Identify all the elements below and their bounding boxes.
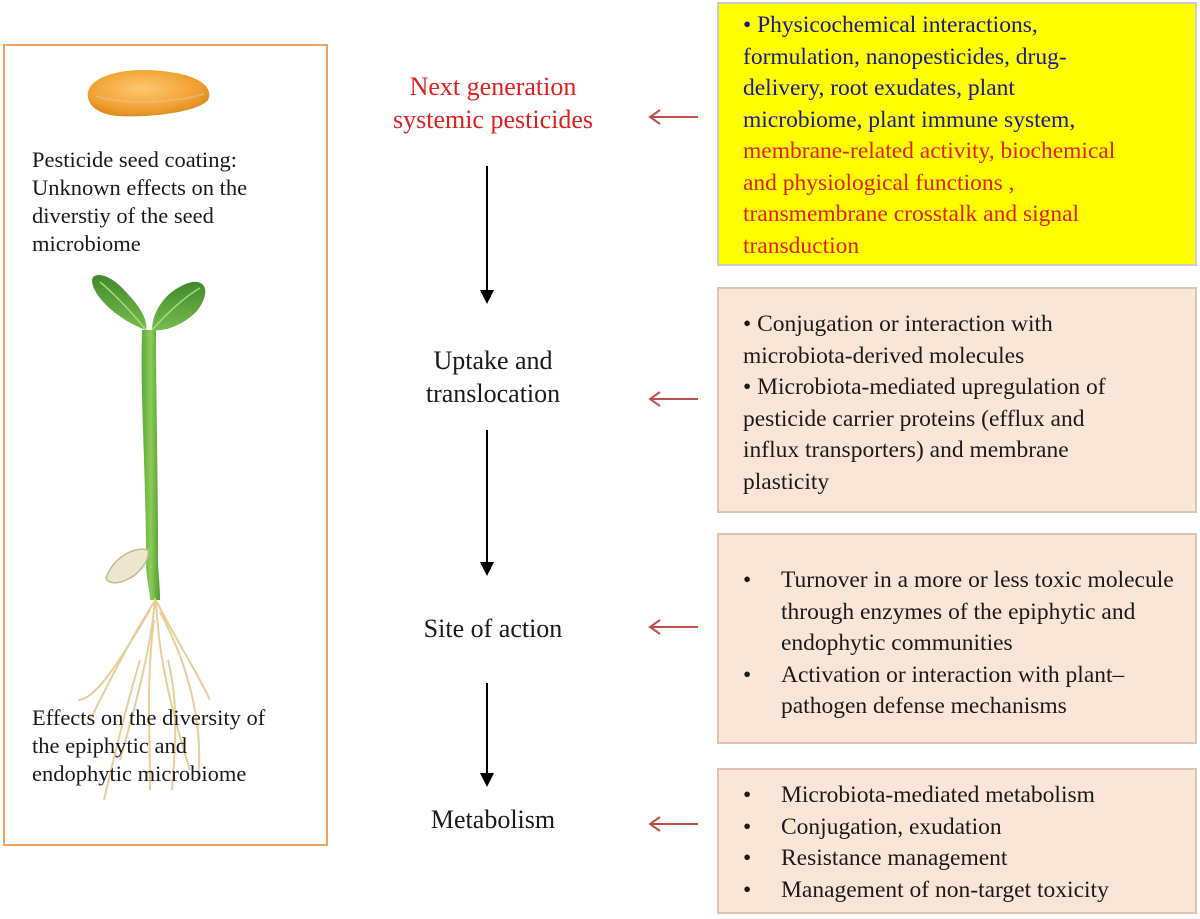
flow-arrow-2 — [480, 430, 494, 576]
caption-line: the epiphytic and — [32, 733, 187, 758]
list-item: • Turnover in a more or less toxic molec… — [743, 565, 1177, 660]
link-arrow-1 — [648, 109, 698, 125]
bullet: • — [743, 567, 752, 593]
box-line: • Conjugation or interaction with — [743, 311, 1053, 337]
illustration-panel — [3, 44, 328, 846]
box-line: microbiome, plant immune system, — [743, 106, 1076, 133]
bullet: • — [743, 876, 752, 903]
box-line: microbiota-derived molecules — [743, 342, 1025, 369]
box-line: formulation, nanopesticides, drug- — [743, 43, 1067, 70]
list-item-text: Turnover in a more or less toxic molecul… — [781, 567, 1174, 656]
list-item-text: Activation or interaction with plant– pa… — [781, 661, 1125, 720]
stage-label-line: systemic pesticides — [392, 105, 593, 134]
box-highlight-line: transduction — [743, 232, 860, 259]
metabolism-list: • Microbiota-mediated metabolism • Conju… — [743, 780, 1177, 906]
bullet: • — [743, 661, 752, 688]
link-arrow-2 — [648, 391, 698, 407]
stage-label-line: Uptake and — [433, 346, 553, 375]
plant-microbiome-caption: Effects on the diversity of the epiphyti… — [32, 704, 265, 788]
seed-coating-caption: Pesticide seed coating: Unknown effects … — [32, 146, 247, 258]
link-arrow-3 — [648, 619, 698, 635]
caption-line: Unknown effects on the — [32, 175, 248, 200]
caption-line: Pesticide seed coating: — [32, 147, 237, 172]
list-item: • Resistance management — [743, 843, 1177, 875]
box-highlight-line: and physiological functions , — [743, 169, 1015, 196]
list-item-text: Management of non-target toxicity — [781, 876, 1109, 903]
stage-label-line: translocation — [425, 379, 561, 408]
caption-line: Effects on the diversity of — [32, 705, 266, 730]
box-line: • Physicochemical interactions, — [743, 12, 1038, 38]
list-item-text: Conjugation, exudation — [781, 813, 1002, 840]
stage-label-line: Next generation — [409, 72, 577, 101]
list-item: • Activation or interaction with plant– … — [743, 660, 1177, 723]
list-item-text: Microbiota-mediated metabolism — [781, 782, 1095, 808]
box-highlight-line: transmembrane crosstalk and signal — [743, 201, 1080, 227]
info-box-systemic-pesticides: • Physicochemical interactions, formulat… — [717, 2, 1197, 266]
box-highlight-line: membrane-related activity, biochemical — [743, 138, 1116, 164]
site-of-action-list: • Turnover in a more or less toxic molec… — [743, 565, 1177, 723]
seedling-illustration — [77, 275, 211, 801]
box-line: • Microbiota-mediated upregulation of — [743, 374, 1106, 400]
stage-next-generation-pesticides: Next generation systemic pesticides — [380, 70, 606, 136]
bullet: • — [743, 782, 752, 808]
flow-arrow-1 — [480, 166, 494, 304]
bullet: • — [743, 845, 752, 871]
link-arrow-4 — [648, 816, 698, 832]
bullet: • — [743, 813, 752, 840]
stage-site-of-action: Site of action — [380, 612, 606, 645]
info-box-uptake-translocation: • Conjugation or interaction with microb… — [717, 287, 1197, 513]
box-line: delivery, root exudates, plant — [743, 75, 1015, 101]
list-item: • Conjugation, exudation — [743, 812, 1177, 844]
list-item: • Management of non-target toxicity — [743, 875, 1177, 907]
info-box-metabolism: • Microbiota-mediated metabolism • Conju… — [717, 768, 1197, 914]
caption-line: endophytic microbiome — [32, 761, 247, 786]
box-line: plasticity — [743, 468, 830, 495]
list-item: • Microbiota-mediated metabolism — [743, 780, 1177, 812]
box-line: influx transporters) and membrane — [743, 437, 1069, 463]
stage-label-line: Metabolism — [430, 805, 556, 834]
box-line: pesticide carrier proteins (efflux and — [743, 405, 1085, 432]
stage-label-line: Site of action — [423, 614, 563, 643]
info-box-site-of-action: • Turnover in a more or less toxic molec… — [717, 533, 1197, 744]
caption-line: microbiome — [32, 231, 141, 256]
stage-metabolism: Metabolism — [380, 803, 606, 836]
stage-uptake-translocation: Uptake and translocation — [380, 344, 606, 410]
caption-line: diverstiy of the seed — [32, 203, 214, 228]
seed-illustration — [87, 70, 210, 117]
flow-arrow-3 — [480, 683, 494, 787]
list-item-text: Resistance management — [781, 845, 1008, 871]
